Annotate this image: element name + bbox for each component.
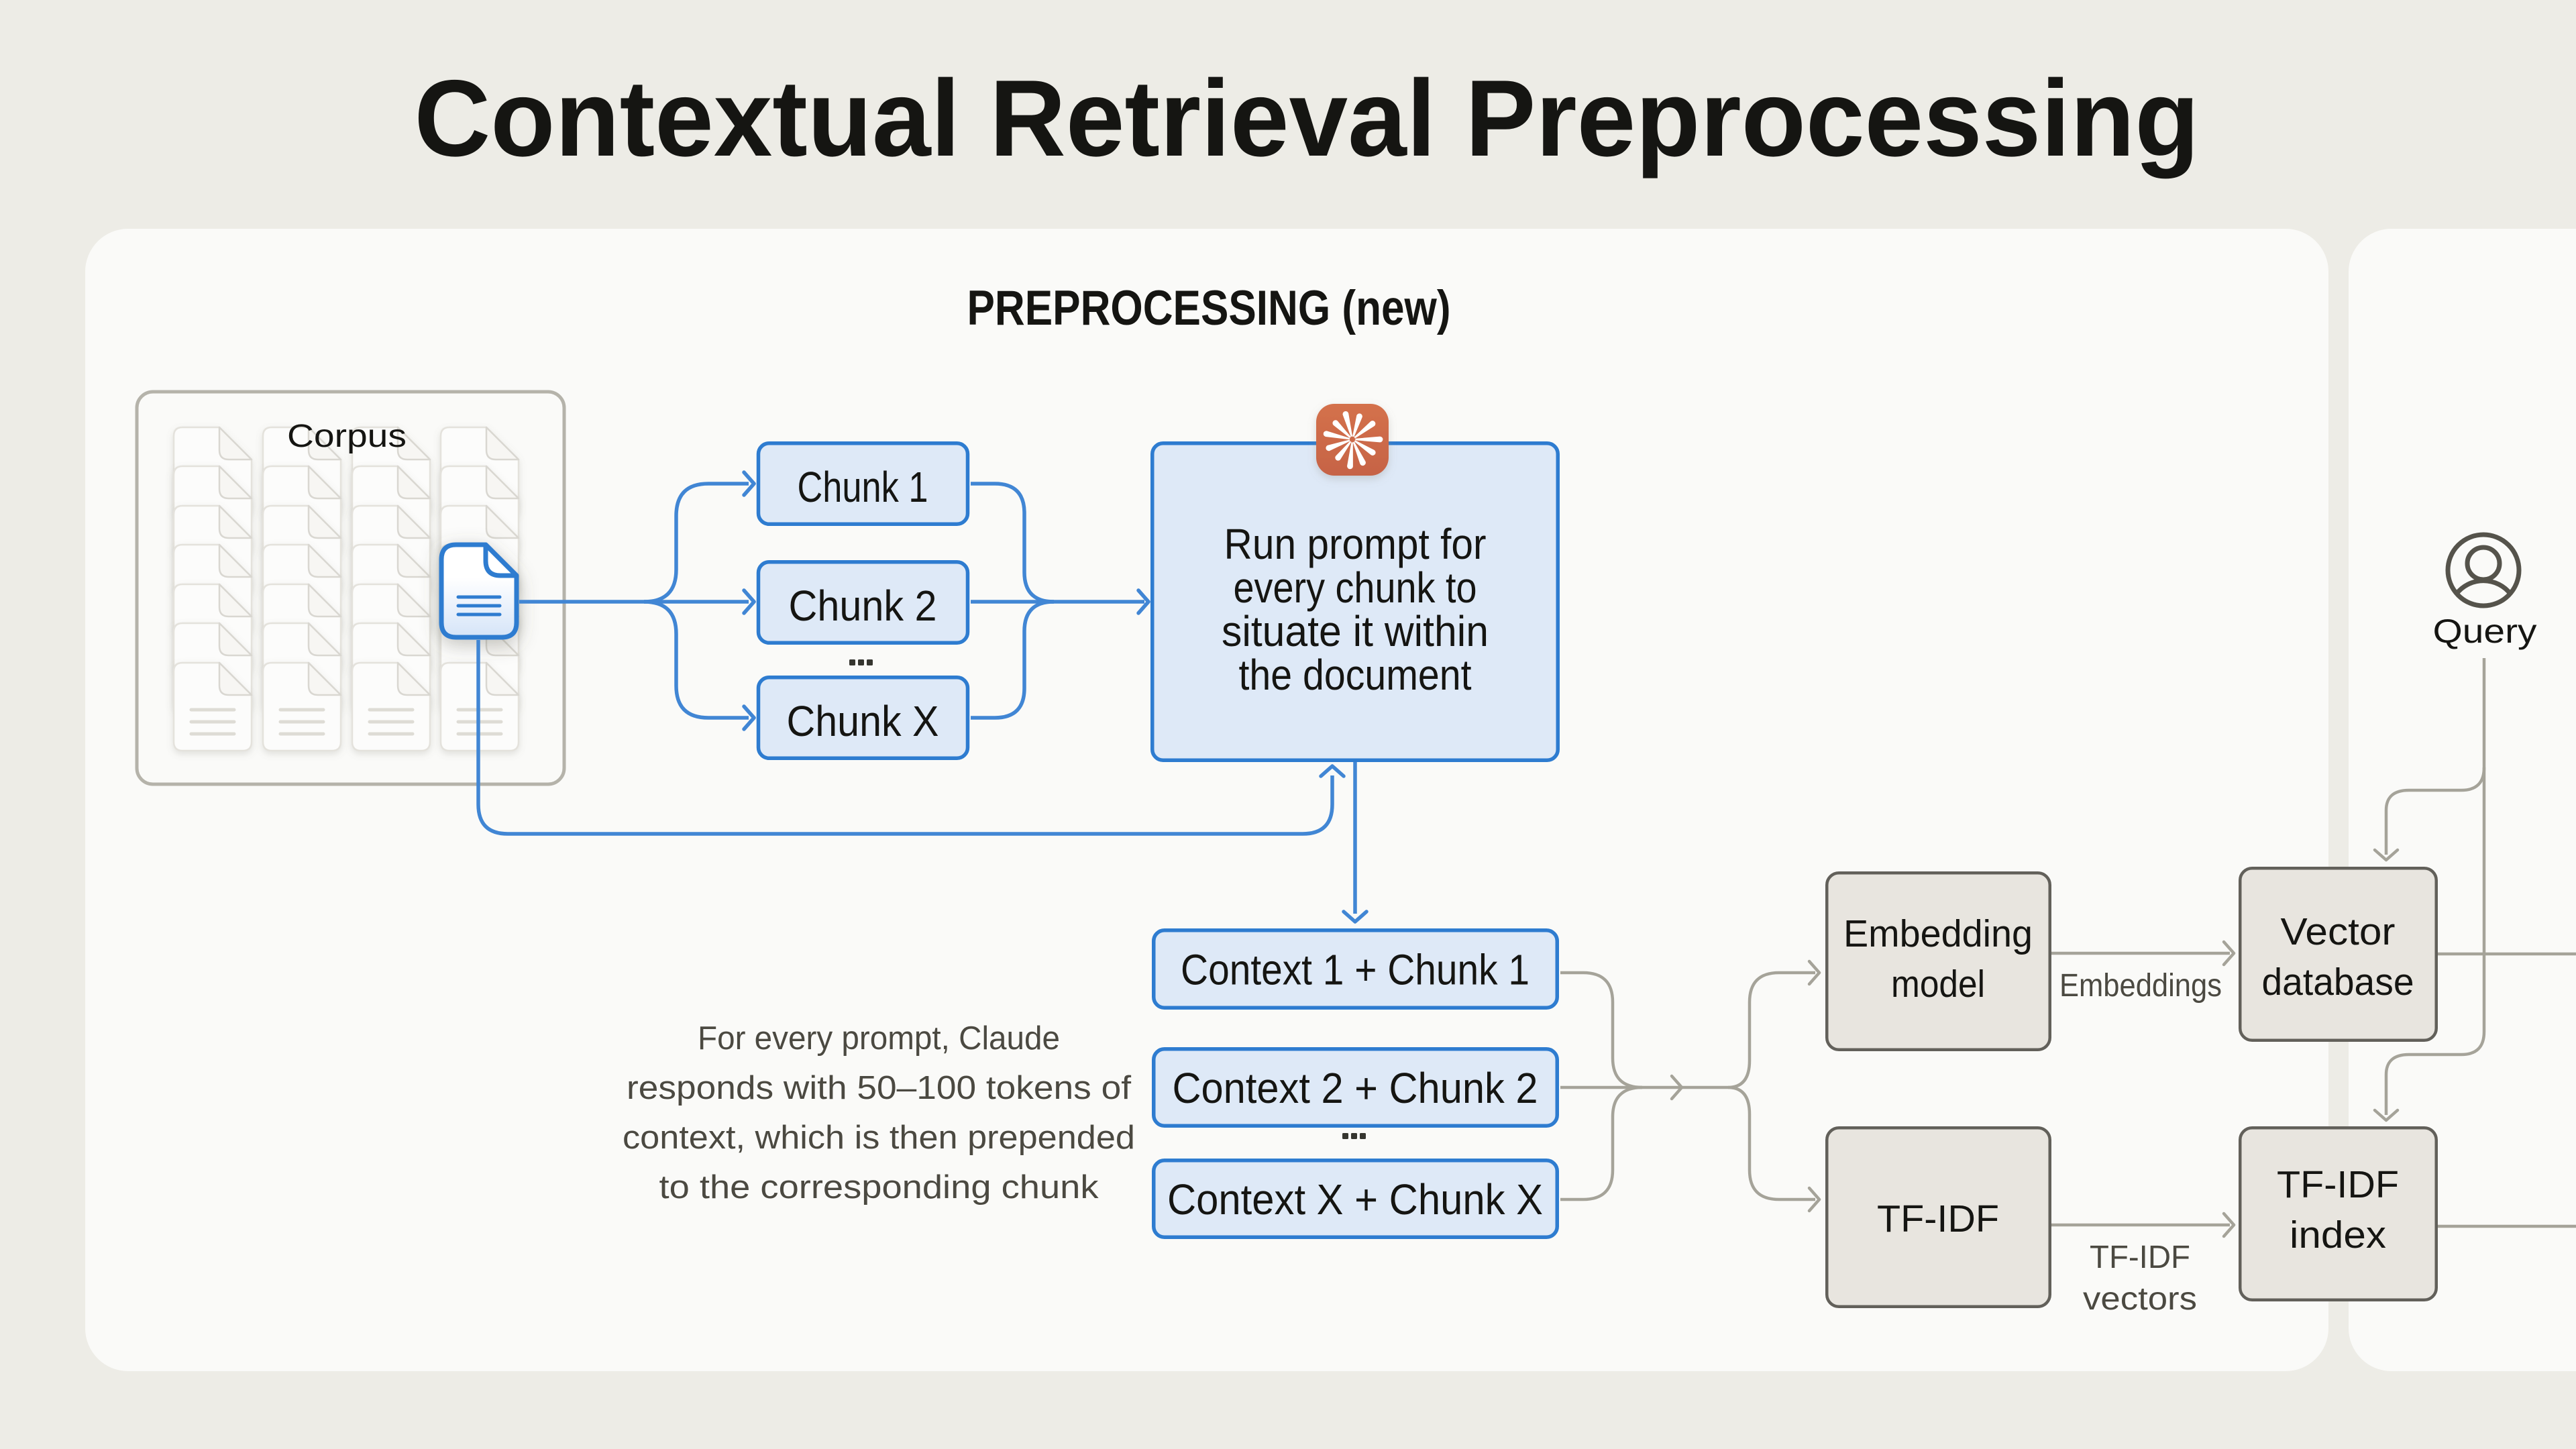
svg-text:Query: Query [2433,612,2537,650]
svg-text:the document: the document [1239,651,1472,699]
svg-text:Run prompt for: Run prompt for [1224,520,1487,568]
svg-text:index: index [2290,1214,2386,1256]
svg-text:to the corresponding chunk: to the corresponding chunk [659,1169,1099,1205]
svg-text:vectors: vectors [2083,1281,2197,1317]
svg-text:For every prompt, Claude: For every prompt, Claude [698,1020,1060,1057]
svg-text:Context 1 + Chunk 1: Context 1 + Chunk 1 [1181,946,1529,994]
svg-text:model: model [1891,963,1985,1006]
svg-text:Vector: Vector [2281,910,2396,953]
svg-text:every chunk to: every chunk to [1234,564,1477,612]
svg-text:Context X + Chunk X: Context X + Chunk X [1167,1175,1543,1224]
svg-text:Contextual Retrieval Preproces: Contextual Retrieval Preprocessing [415,58,2200,179]
svg-text:TF-IDF: TF-IDF [1877,1197,1999,1240]
svg-text:Chunk 2: Chunk 2 [789,582,937,630]
svg-text:situate it within: situate it within [1222,607,1489,655]
svg-text:Chunk X: Chunk X [787,697,939,745]
svg-text:context, which is then prepend: context, which is then prepended [623,1120,1135,1156]
svg-text:Embedding: Embedding [1843,912,2033,955]
svg-text:Embeddings: Embeddings [2059,968,2222,1004]
svg-text:TF-IDF: TF-IDF [2277,1163,2399,1206]
svg-text:Corpus: Corpus [287,419,407,454]
svg-text:responds with 50–100 tokens of: responds with 50–100 tokens of [627,1070,1131,1106]
svg-text:PREPROCESSING (new): PREPROCESSING (new) [967,281,1451,335]
svg-text:Chunk 1: Chunk 1 [798,463,928,511]
svg-text:database: database [2262,961,2414,1004]
svg-text:Context 2 + Chunk 2: Context 2 + Chunk 2 [1173,1064,1538,1112]
svg-text:TF-IDF: TF-IDF [2090,1240,2190,1275]
